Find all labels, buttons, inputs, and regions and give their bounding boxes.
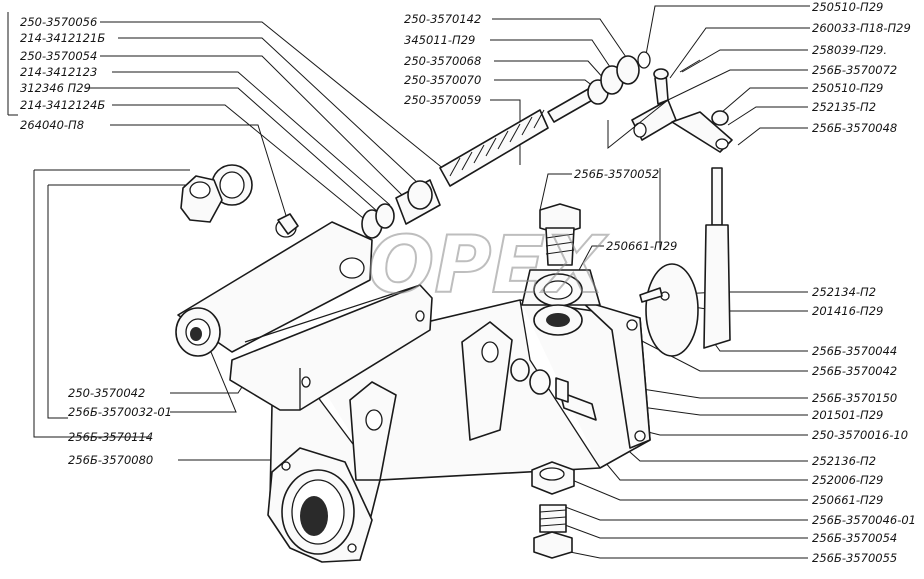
label-214-3412121b: 214-3412121Б	[20, 31, 106, 45]
label-250510-a: 250510-П29	[812, 0, 884, 14]
label-252136: 252136-П2	[812, 454, 877, 468]
label-252134: 252134-П2	[812, 285, 877, 299]
cylinder-assembly	[175, 218, 433, 411]
label-264040: 264040-П8	[20, 118, 85, 132]
label-252135: 252135-П2	[812, 100, 877, 114]
label-312346: 312346 П29	[20, 81, 91, 95]
label-214-3412123: 214-3412123	[20, 65, 98, 79]
label-250510-b: 250510-П29	[812, 81, 884, 95]
adjusting-screw-column	[533, 203, 583, 336]
label-250661-b: 250661-П29	[812, 493, 884, 507]
label-250661-a: 250661-П29	[606, 239, 678, 253]
label-252006: 252006-П29	[812, 473, 884, 487]
label-250-3570142: 250-3570142	[404, 12, 482, 26]
bottom-plug-stack	[531, 461, 575, 559]
label-256b-3570046-01: 256Б-3570046-01	[812, 513, 916, 527]
label-256b-3570080: 256Б-3570080	[68, 453, 154, 467]
label-201416: 201416-П29	[812, 304, 884, 318]
label-256b-3570072: 256Б-3570072	[812, 63, 898, 77]
label-250-3570042: 250-3570042	[68, 386, 146, 400]
label-260033: 260033-П18-П29	[812, 21, 911, 35]
label-201501: 201501-П29	[812, 408, 884, 422]
label-256b-3570044: 256Б-3570044	[812, 344, 898, 358]
side-bolt	[510, 358, 597, 421]
label-256b-3570054: 256Б-3570054	[812, 531, 898, 545]
label-256b-3570048: 256Б-3570048	[812, 121, 898, 135]
label-256b-3570114: 256Б-3570114	[68, 430, 154, 444]
label-345011: 345011-П29	[404, 33, 476, 47]
label-250-3570016-10: 250-3570016-10	[812, 428, 909, 442]
label-256b-3570052: 256Б-3570052	[574, 167, 660, 181]
label-256b-3570055: 256Б-3570055	[812, 551, 898, 565]
label-250-3570056: 250-3570056	[20, 15, 98, 29]
label-250-3570070: 250-3570070	[404, 73, 482, 87]
spring-rod-stack	[361, 51, 651, 239]
lever-linkage	[607, 59, 733, 357]
watermark-text: OPEX	[368, 221, 609, 311]
label-258039: 258039-П29.	[812, 43, 887, 57]
label-250-3570068: 250-3570068	[404, 54, 482, 68]
label-214-3412124b: 214-3412124Б	[20, 98, 106, 112]
label-256b-3570150: 256Б-3570150	[812, 391, 898, 405]
label-250-3570054: 250-3570054	[20, 49, 98, 63]
label-256b-3570042: 256Б-3570042	[812, 364, 898, 378]
drain-plug	[180, 164, 299, 235]
label-250-3570059: 250-3570059	[404, 93, 482, 107]
label-256b-3570032-01: 256Б-3570032-01	[68, 405, 172, 419]
